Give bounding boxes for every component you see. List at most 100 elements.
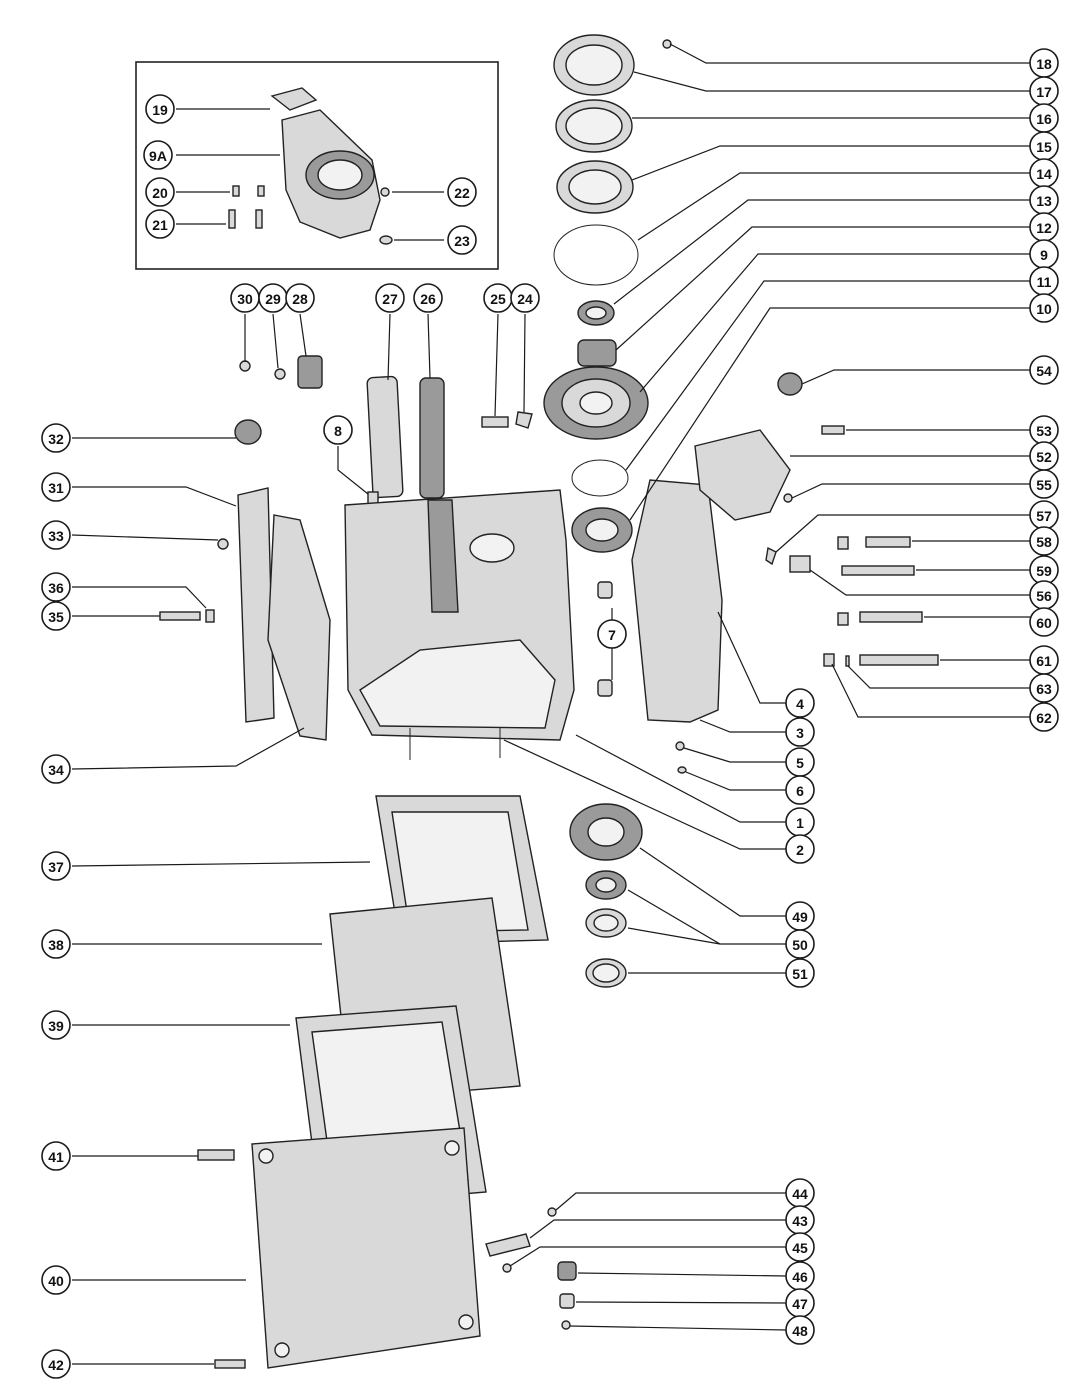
callout-circle — [785, 1315, 815, 1345]
callout-number: 28 — [292, 291, 308, 307]
callout-circle — [41, 472, 71, 502]
callout-number: 4 — [796, 696, 804, 712]
callout-37: 37 — [41, 851, 71, 881]
callout-17: 17 — [1029, 76, 1059, 106]
callout-59: 59 — [1029, 555, 1059, 585]
callout-19: 19 — [145, 94, 175, 124]
callout-11: 11 — [1029, 266, 1059, 296]
callout-number: 36 — [48, 580, 64, 596]
callout-number: 46 — [792, 1269, 808, 1285]
callout-6: 6 — [785, 775, 815, 805]
callout-circle — [375, 283, 405, 313]
callout-number: 55 — [1036, 477, 1052, 493]
callout-circle — [447, 225, 477, 255]
callout-number: 30 — [237, 291, 253, 307]
callout-28: 28 — [285, 283, 315, 313]
callout-49: 49 — [785, 901, 815, 931]
callout-circle — [785, 929, 815, 959]
callout-61: 61 — [1029, 645, 1059, 675]
callout-2: 2 — [785, 834, 815, 864]
callout-62: 62 — [1029, 702, 1059, 732]
callout-circle — [143, 140, 173, 170]
callout-number: 6 — [796, 783, 804, 799]
callout-number: 27 — [382, 291, 398, 307]
callout-12: 12 — [1029, 212, 1059, 242]
callout-number: 13 — [1036, 193, 1052, 209]
callout-circle — [1029, 469, 1059, 499]
callout-number: 39 — [48, 1018, 64, 1034]
callout-number: 62 — [1036, 710, 1052, 726]
callout-number: 48 — [792, 1323, 808, 1339]
callout-circle — [285, 283, 315, 313]
callout-circle — [41, 754, 71, 784]
callout-number: 51 — [792, 966, 808, 982]
callout-15: 15 — [1029, 131, 1059, 161]
callout-number: 22 — [454, 185, 470, 201]
callout-7: 7 — [597, 619, 627, 649]
callout-circle — [145, 177, 175, 207]
callout-18: 18 — [1029, 48, 1059, 78]
callout-number: 59 — [1036, 563, 1052, 579]
callout-number: 40 — [48, 1273, 64, 1289]
callout-number: 32 — [48, 431, 64, 447]
callout-40: 40 — [41, 1265, 71, 1295]
callout-circle — [785, 1232, 815, 1262]
callout-number: 57 — [1036, 508, 1052, 524]
callout-53: 53 — [1029, 415, 1059, 445]
callout-circle — [41, 520, 71, 550]
callout-number: 18 — [1036, 56, 1052, 72]
callout-circle — [447, 177, 477, 207]
callout-42: 42 — [41, 1349, 71, 1379]
callout-58: 58 — [1029, 526, 1059, 556]
callout-9a: 9A — [143, 140, 173, 170]
callout-circle — [41, 423, 71, 453]
callout-24: 24 — [510, 283, 540, 313]
callout-30: 30 — [230, 283, 260, 313]
callout-54: 54 — [1029, 355, 1059, 385]
callout-number: 47 — [792, 1296, 808, 1312]
callout-number: 12 — [1036, 220, 1052, 236]
callout-circle — [1029, 673, 1059, 703]
callout-number: 2 — [796, 842, 804, 858]
callout-8: 8 — [323, 415, 353, 445]
callout-number: 20 — [152, 185, 168, 201]
callout-51: 51 — [785, 958, 815, 988]
callout-number: 58 — [1036, 534, 1052, 550]
callout-4: 4 — [785, 688, 815, 718]
callout-56: 56 — [1029, 580, 1059, 610]
callout-20: 20 — [145, 177, 175, 207]
callout-number: 11 — [1037, 274, 1052, 290]
callout-36: 36 — [41, 572, 71, 602]
callout-27: 27 — [375, 283, 405, 313]
callout-circle — [41, 1010, 71, 1040]
callout-46: 46 — [785, 1261, 815, 1291]
callout-number: 21 — [152, 217, 168, 233]
callout-circle — [785, 775, 815, 805]
callout-35: 35 — [41, 601, 71, 631]
leader-lines — [71, 43, 1030, 1365]
callout-number: 56 — [1036, 588, 1052, 604]
callout-60: 60 — [1029, 607, 1059, 637]
callout-32: 32 — [41, 423, 71, 453]
callout-39: 39 — [41, 1010, 71, 1040]
callout-number: 60 — [1036, 615, 1052, 631]
callout-number: 42 — [48, 1357, 64, 1373]
callout-number: 26 — [420, 291, 436, 307]
callout-48: 48 — [785, 1315, 815, 1345]
callout-circle — [785, 717, 815, 747]
callout-circle — [41, 572, 71, 602]
callout-16: 16 — [1029, 103, 1059, 133]
callout-14: 14 — [1029, 158, 1059, 188]
callout-number: 41 — [48, 1149, 64, 1165]
callout-number: 49 — [792, 909, 808, 925]
callout-circle — [785, 958, 815, 988]
callout-50: 50 — [785, 929, 815, 959]
callout-55: 55 — [1029, 469, 1059, 499]
callout-number: 53 — [1036, 423, 1052, 439]
callout-number: 10 — [1036, 301, 1052, 317]
callout-number: 3 — [796, 725, 804, 741]
callout-number: 50 — [792, 937, 808, 953]
callout-number: 33 — [48, 528, 64, 544]
callout-number: 14 — [1036, 166, 1052, 182]
